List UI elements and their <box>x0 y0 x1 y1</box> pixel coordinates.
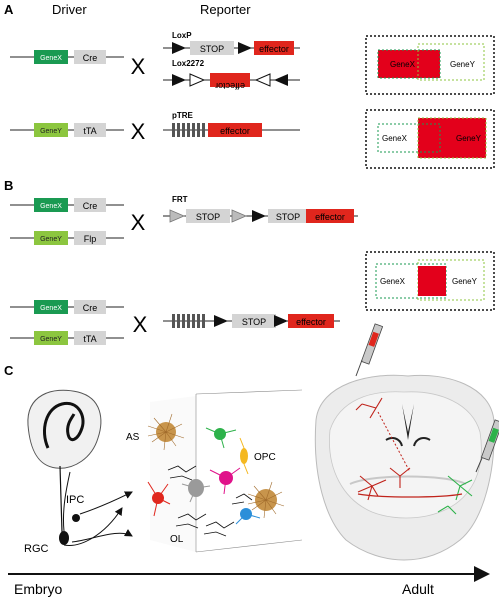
blue-glia <box>235 508 261 525</box>
reporter-header: Reporter <box>200 2 251 17</box>
stop-box <box>190 41 234 55</box>
reporter-lox2272-flex: Lox2272 effector <box>163 59 300 91</box>
venn-genex-label: GeneX <box>380 277 406 286</box>
genex-box <box>34 50 68 64</box>
as-label: AS <box>126 432 140 443</box>
geney-box <box>34 123 68 137</box>
rgc-label: RGC <box>24 543 49 555</box>
loxp-label: LoxP <box>172 31 192 40</box>
lox2272-triangle-2 <box>254 73 271 87</box>
tta-label: tTA <box>83 126 96 136</box>
geney-label: GeneY <box>40 336 62 343</box>
timeline-end-label: Adult <box>402 581 434 597</box>
driver-genex-cre-b1: GeneX Cre <box>10 198 124 212</box>
venn-diagram-b: GeneX GeneY <box>365 251 495 311</box>
rgc-ipc-lineage: RGC IPC <box>24 471 133 555</box>
panel-label-c: C <box>4 363 14 378</box>
glia-cluster: AS OPC OL <box>126 389 303 553</box>
effector-box <box>208 123 262 137</box>
effector-label: effector <box>259 44 289 54</box>
red-glia <box>147 481 171 517</box>
loxp-triangle-2 <box>274 74 288 86</box>
reporter-ptre-effector: pTRE effector <box>163 111 300 137</box>
stop-label: STOP <box>242 317 266 327</box>
astrocyte <box>247 481 285 519</box>
injection-syringe-left <box>355 323 384 377</box>
stop-label: STOP <box>276 212 300 222</box>
driver-geney-tta-a: GeneY tTA <box>10 123 124 137</box>
stop-label: STOP <box>200 44 224 54</box>
flp-label: Flp <box>84 234 97 244</box>
loxp-triangle-left <box>172 42 186 54</box>
reporter-loxp-stop: LoxP STOP effector <box>163 31 300 55</box>
tta-box <box>74 123 106 137</box>
driver-geney-tta-b: GeneY tTA <box>10 331 124 345</box>
genex-label: GeneX <box>40 203 62 210</box>
venn-genex-label: GeneX <box>382 134 408 143</box>
effector-inverted-label: effector <box>215 81 245 91</box>
cross-symbol: X <box>131 119 146 144</box>
cross-symbol: X <box>131 210 146 235</box>
driver-genex-cre-a: GeneX Cre <box>10 50 124 64</box>
venn-diagram-a2: GeneX GeneY <box>365 109 495 169</box>
loxp-triangle-1 <box>172 74 186 86</box>
cre-label: Cre <box>83 201 98 211</box>
venn-geney-label: GeneY <box>452 277 478 286</box>
venn-diagram-a1: GeneX GeneY <box>365 35 495 95</box>
reporter-frt-lox-double-stop: FRT STOP STOP effector <box>163 195 358 223</box>
lox2272-triangle-1 <box>189 73 206 87</box>
cross-symbol: X <box>133 312 148 337</box>
venn-geney-label: GeneY <box>450 60 476 69</box>
oligodendrocytes <box>167 465 253 537</box>
magenta-glia <box>209 467 241 495</box>
effector-box <box>254 41 294 55</box>
panel-label-a: A <box>4 2 14 17</box>
astrocyte <box>147 413 185 451</box>
ipc-cell <box>72 514 80 522</box>
driver-geney-flp: GeneY Flp <box>10 231 124 245</box>
ol-label: OL <box>170 534 184 545</box>
geney-label: GeneY <box>40 236 62 243</box>
green-glia <box>205 427 237 449</box>
ptre-label: pTRE <box>172 111 194 120</box>
genex-label: GeneX <box>40 55 62 62</box>
gray-glia <box>181 479 211 503</box>
lox2272-label: Lox2272 <box>172 59 205 68</box>
driver-header: Driver <box>52 2 87 17</box>
cross-symbol: X <box>131 54 146 79</box>
genex-label: GeneX <box>40 305 62 312</box>
cre-label: Cre <box>83 303 98 313</box>
venn-geney-label: GeneY <box>456 134 482 143</box>
driver-genex-cre-b2: GeneX Cre <box>10 300 124 314</box>
opc-cell <box>239 437 249 475</box>
effector-label: effector <box>220 126 250 136</box>
effector-label: effector <box>296 317 326 327</box>
green-labeled-cells <box>437 475 473 515</box>
frt-label: FRT <box>172 195 188 204</box>
cre-label: Cre <box>83 53 98 63</box>
tta-label: tTA <box>83 334 96 344</box>
timeline-start-label: Embryo <box>14 581 62 597</box>
venn-genex-label: GeneX <box>390 60 416 69</box>
effector-inverted-box <box>210 73 250 87</box>
cre-box <box>74 50 106 64</box>
geney-label: GeneY <box>40 128 62 135</box>
reporter-tre-lox-stop: STOP effector <box>163 314 340 328</box>
stop-label: STOP <box>196 212 220 222</box>
rgc-cell <box>59 531 69 545</box>
opc-label: OPC <box>254 452 276 463</box>
adult-brain-section <box>314 323 499 561</box>
loxp-triangle-right <box>238 42 252 54</box>
ipc-label: IPC <box>66 494 84 506</box>
development-timeline: Embryo Adult <box>8 566 490 597</box>
tre-repeats <box>172 123 205 137</box>
panel-label-b: B <box>4 178 13 193</box>
effector-label: effector <box>315 212 345 222</box>
embryo-brain-sketch <box>27 389 102 533</box>
